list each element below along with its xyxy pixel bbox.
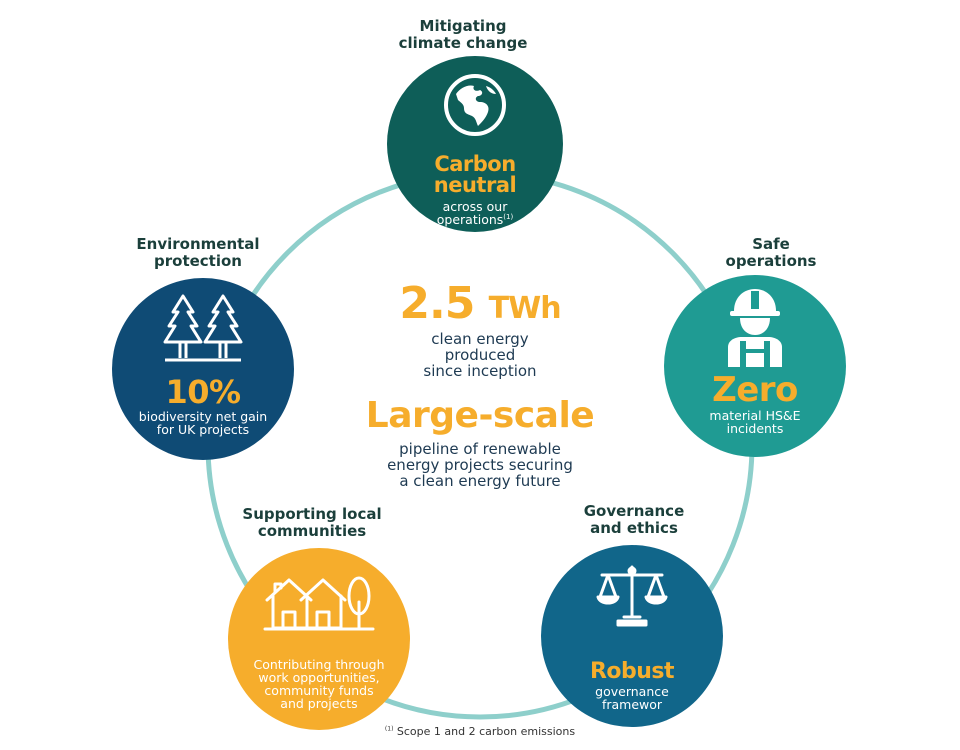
heading-safety-line-2: operations: [725, 251, 817, 270]
heading-communities: Supporting local communities: [202, 506, 422, 539]
globe-icon: [442, 72, 508, 142]
communities-desc-line-3: community funds: [264, 683, 374, 699]
worker-icon: [720, 285, 790, 371]
heading-communities-line-1: Supporting local: [242, 505, 382, 523]
node-governance-text: Robust governance framewor: [541, 659, 723, 713]
climate-value-line-1: Carbon: [434, 152, 516, 176]
stat-energy-unit: TWh: [488, 291, 562, 326]
environment-desc-line-1: biodiversity net gain: [138, 409, 268, 424]
heading-safety-line-1: Safe: [752, 235, 790, 253]
heading-environment-line-2: protection: [154, 251, 242, 270]
stat-pipeline-line-2: energy projects securing: [387, 455, 573, 474]
node-environment: 10% biodiversity net gain for UK project…: [112, 278, 294, 460]
governance-value: Robust: [589, 659, 675, 684]
stat-energy-number: 2.5: [399, 278, 475, 329]
center-stat-energy: 2.5 TWh clean energy produced since ince…: [280, 282, 680, 379]
center-stat-pipeline: Large-scale pipeline of renewable energy…: [280, 398, 680, 489]
heading-governance-line-2: and ethics: [590, 518, 678, 537]
communities-desc-line-1: Contributing through: [253, 657, 385, 672]
environment-desc-line-2: for UK projects: [156, 422, 250, 438]
houses-icon: [263, 572, 375, 636]
center-stat-pipeline-desc: pipeline of renewable energy projects se…: [280, 440, 680, 490]
node-governance: Robust governance framewor: [541, 545, 723, 727]
node-environment-text: 10% biodiversity net gain for UK project…: [112, 376, 294, 436]
center-stat-pipeline-value: Large-scale: [365, 395, 595, 436]
heading-climate: Mitigating climate change: [353, 18, 573, 51]
node-communities: Contributing through work opportunities,…: [228, 548, 410, 730]
heading-environment: Environmental protection: [88, 236, 308, 269]
stat-pipeline-line-3: a clean energy future: [399, 471, 561, 490]
environment-value: 10%: [165, 373, 241, 411]
node-safety-text: Zero material HS&E incidents: [664, 373, 846, 435]
node-climate: Carbon neutral across our operations(1): [387, 56, 563, 232]
node-safety: Zero material HS&E incidents: [664, 275, 846, 457]
heading-communities-line-2: communities: [257, 521, 367, 540]
center-stat-energy-desc: clean energy produced since inception: [280, 330, 680, 380]
stat-energy-line-3: since inception: [423, 361, 537, 380]
heading-climate-line-1: Mitigating: [419, 17, 507, 35]
heading-environment-line-1: Environmental: [136, 235, 260, 253]
climate-desc-line-1: across our: [442, 199, 508, 214]
stat-energy-line-1: clean energy: [431, 330, 529, 348]
safety-desc-line-2: incidents: [726, 421, 784, 437]
safety-value: Zero: [712, 370, 798, 410]
governance-desc-line-1: governance: [595, 684, 669, 699]
climate-desc-line-2-text: operations: [436, 212, 504, 228]
footnote-marker: (1): [384, 725, 394, 733]
node-communities-text: Contributing through work opportunities,…: [228, 658, 410, 711]
heading-governance: Governance and ethics: [524, 503, 744, 536]
heading-governance-line-1: Governance: [583, 502, 685, 520]
scales-icon: [594, 561, 670, 633]
trees-icon: [161, 290, 245, 372]
communities-desc-line-2: work opportunities,: [258, 670, 380, 686]
footnote-text: Scope 1 and 2 carbon emissions: [396, 725, 576, 738]
stat-energy-line-2: produced: [444, 345, 516, 364]
heading-safety: Safe operations: [661, 236, 881, 269]
climate-note-marker: (1): [503, 212, 514, 221]
safety-desc-line-1: material HS&E: [709, 408, 801, 423]
climate-desc-line-2: operations(1): [387, 213, 563, 226]
climate-value-line-2: neutral: [433, 173, 517, 197]
footnote: (1) Scope 1 and 2 carbon emissions: [300, 725, 660, 738]
center-stat-energy-value: 2.5 TWh: [280, 282, 680, 326]
communities-desc-line-4: and projects: [280, 696, 358, 712]
stat-pipeline-line-1: pipeline of renewable: [399, 440, 561, 458]
node-climate-text: Carbon neutral across our operations(1): [387, 152, 563, 227]
heading-climate-line-2: climate change: [398, 33, 528, 52]
governance-desc-line-2: framewor: [601, 697, 663, 713]
